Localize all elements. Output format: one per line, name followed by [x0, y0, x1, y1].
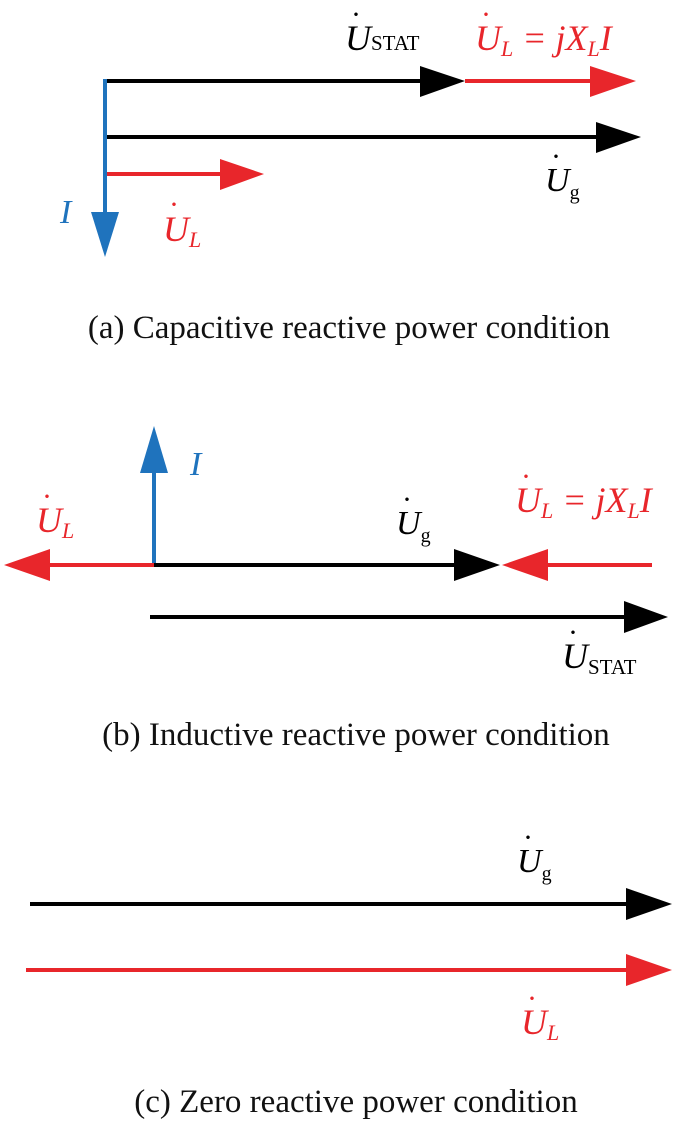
ug-label: Ug: [545, 162, 580, 204]
i-arrow-head: [140, 426, 168, 473]
u-stat-label: USTAT: [345, 18, 420, 58]
ul-arrow-head: [626, 954, 672, 986]
ul-label: UL: [163, 209, 201, 252]
ug-arrow-head: [626, 888, 672, 920]
panel-b: I UL · Ug · UL = jXLI · USTAT · (b) Indu…: [4, 426, 668, 753]
u-stat-dot: ·: [351, 0, 361, 31]
u-stat-dot: ·: [568, 616, 578, 649]
ul-dot: ·: [527, 982, 537, 1015]
ug-label: Ug: [517, 843, 552, 885]
ul-eq-arrow-head: [502, 549, 548, 581]
i-arrow-head: [91, 212, 119, 257]
ul-eq-dot: ·: [481, 0, 491, 31]
ul-arrow-head: [220, 159, 264, 190]
ul-dot: ·: [42, 480, 52, 513]
ul-eq-label: UL = jXLI: [475, 18, 614, 61]
ul-dot: ·: [169, 188, 179, 221]
u-stat-arrow-head: [624, 601, 668, 633]
u-stat-label: USTAT: [562, 636, 637, 679]
caption-a: (a) Capacitive reactive power condition: [88, 310, 610, 346]
panel-a: USTAT · UL = jXLI · Ug · I UL · (a) Capa…: [59, 0, 641, 346]
ug-dot: ·: [402, 483, 412, 516]
i-label: I: [59, 194, 73, 231]
ul-label: UL: [36, 500, 74, 543]
ug-arrow-head: [454, 549, 500, 581]
ul-arrow-head: [4, 549, 50, 581]
ul-eq-label: UL = jXLI: [515, 480, 654, 523]
ug-dot: ·: [551, 140, 561, 173]
u-stat-arrow-head: [420, 66, 465, 97]
caption-c: (c) Zero reactive power condition: [134, 1084, 577, 1120]
ug-label: Ug: [396, 505, 431, 547]
ul-label: UL: [521, 1002, 559, 1045]
panel-c: Ug · UL · (c) Zero reactive power condit…: [26, 821, 672, 1120]
ul-eq-arrow-head: [590, 66, 636, 97]
ul-eq-dot: ·: [521, 460, 531, 493]
i-label: I: [189, 446, 203, 483]
caption-b: (b) Inductive reactive power condition: [102, 717, 610, 753]
ug-arrow-head: [596, 122, 641, 153]
ug-dot: ·: [523, 821, 533, 854]
